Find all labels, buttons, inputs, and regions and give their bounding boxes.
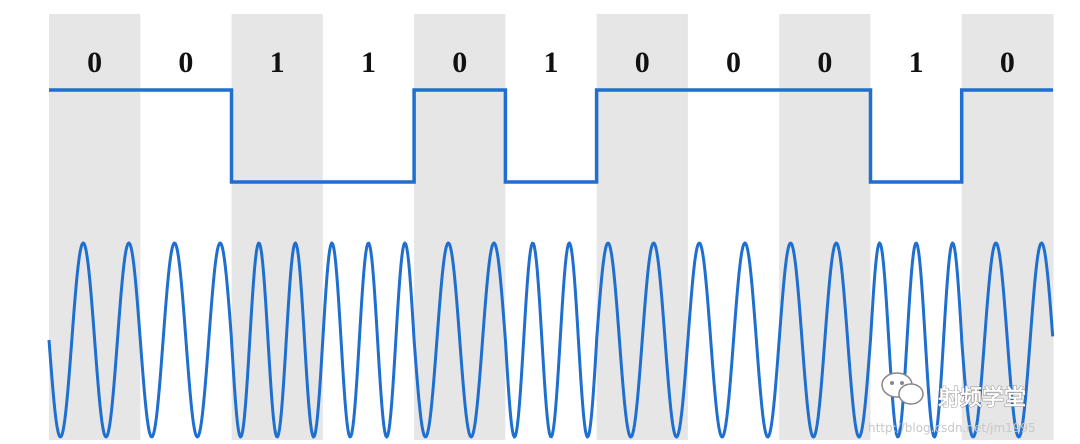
bit-label: 0 <box>817 46 832 79</box>
bit-band <box>596 14 689 440</box>
bit-labels: 0 0 1 1 0 1 0 0 0 1 0 <box>87 46 1015 79</box>
bit-band <box>414 14 506 440</box>
bit-label: 1 <box>361 46 376 79</box>
bit-label: 1 <box>909 46 924 79</box>
bit-band <box>961 14 1054 440</box>
bit-band <box>687 14 780 440</box>
fsk-modulated-waveform <box>47 241 1055 439</box>
bit-label: 0 <box>1000 46 1015 79</box>
bit-label: 0 <box>452 46 467 79</box>
bit-label: 0 <box>635 46 650 79</box>
bit-bands <box>49 14 1054 440</box>
bit-label: 0 <box>87 46 102 79</box>
bit-label: 1 <box>544 46 559 79</box>
bit-band <box>322 14 415 440</box>
bit-label: 0 <box>178 46 193 79</box>
wechat-icon <box>881 372 924 405</box>
bit-band <box>779 14 871 440</box>
bit-band <box>140 14 233 440</box>
bit-label: 1 <box>270 46 285 79</box>
bit-band <box>49 14 141 440</box>
watermark-title: 射频学堂 <box>937 385 1026 411</box>
bit-label: 0 <box>726 46 741 79</box>
bit-band <box>870 14 963 440</box>
digital-signal-waveform <box>49 88 1053 184</box>
watermark: 射频学堂 http://blog.csdn.net/jm1995 <box>868 372 1036 435</box>
watermark-url: http://blog.csdn.net/jm1995 <box>868 421 1036 435</box>
